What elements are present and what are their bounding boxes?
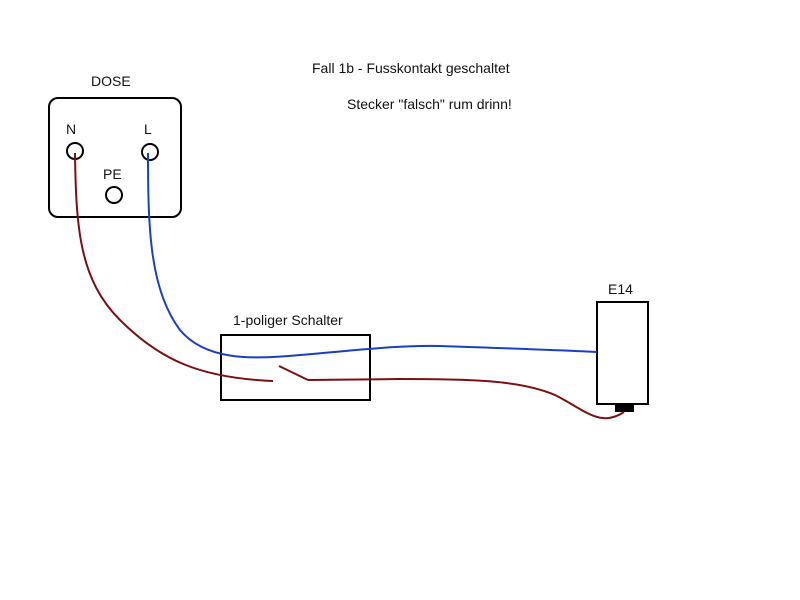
lamp-body	[596, 301, 649, 405]
terminal-l-label: L	[144, 121, 152, 137]
live-wire	[147, 152, 598, 359]
terminal-pe	[105, 186, 123, 204]
switch-lever	[278, 365, 309, 381]
neutral-wire	[74, 152, 274, 382]
terminal-l	[141, 143, 159, 161]
diagram-title: Fall 1b - Fusskontakt geschaltet	[312, 60, 510, 76]
lamp-base-contact	[615, 404, 634, 412]
neutral-wire-to-lamp	[307, 377, 625, 420]
outlet-label: DOSE	[91, 73, 131, 89]
terminal-pe-label: PE	[103, 166, 122, 182]
terminal-n-label: N	[66, 121, 76, 137]
lamp-label: E14	[608, 281, 633, 297]
outlet-box	[48, 97, 182, 218]
switch-label: 1-poliger Schalter	[233, 312, 343, 328]
switch-box	[220, 334, 371, 401]
diagram-subtitle: Stecker "falsch" rum drinn!	[347, 96, 512, 112]
